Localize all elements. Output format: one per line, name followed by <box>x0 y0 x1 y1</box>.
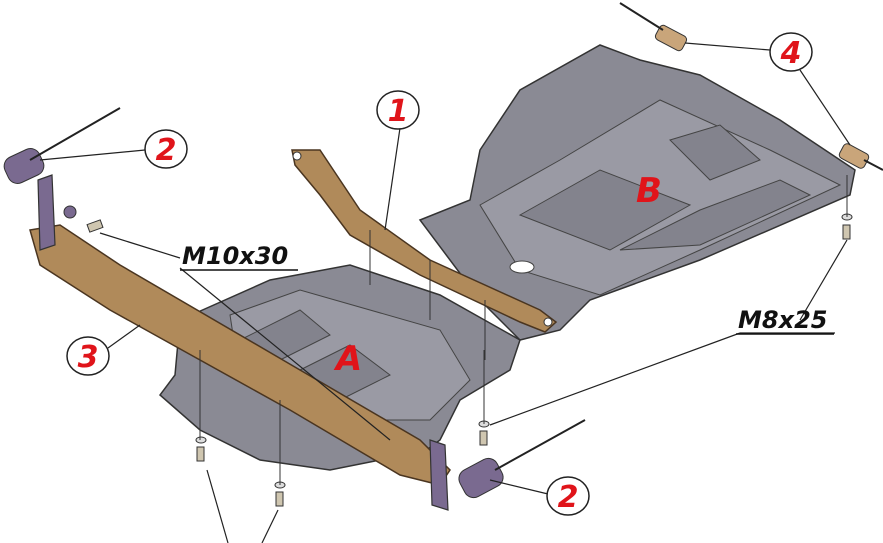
callout-2-bottom-label: 2 <box>558 480 579 515</box>
callout-4-label: 4 <box>780 36 802 71</box>
callout-3-label: 3 <box>78 340 99 375</box>
assembly-guide-lines <box>199 175 848 485</box>
mount-plate-2-bottom <box>458 419 586 499</box>
bolt-m8-right <box>841 213 853 240</box>
bolt-m8-center <box>478 420 490 446</box>
skid-plate-b <box>418 44 856 341</box>
bolt-label-m8: M8x25 <box>736 306 834 335</box>
bolt-label-m10: M10x30 <box>180 242 298 271</box>
callout-2-bottom: 2 <box>546 476 590 516</box>
bolt-bottom-left <box>195 436 207 462</box>
bolt-label-m10-text: M10x30 <box>182 242 288 270</box>
crossmember-3 <box>29 174 451 511</box>
callout-1-label: 1 <box>388 94 409 129</box>
panel-b-label: B <box>636 171 662 211</box>
callout-1: 1 <box>376 90 420 130</box>
mount-plate-4-top <box>619 2 688 52</box>
bolt-label-m8-text: M8x25 <box>738 306 827 334</box>
leader-lines <box>39 42 851 543</box>
bolt-m10-left <box>63 205 104 233</box>
callout-2-top-label: 2 <box>156 133 177 168</box>
bracket-1 <box>291 149 558 333</box>
bolt-bottom-mid <box>274 481 286 507</box>
callout-3: 3 <box>66 336 110 376</box>
callout-2-top: 2 <box>144 129 188 169</box>
mount-plate-2-top <box>3 107 121 184</box>
panel-a-label: A <box>333 339 362 379</box>
mount-plate-4-right <box>838 143 883 171</box>
callout-4: 4 <box>769 32 813 72</box>
